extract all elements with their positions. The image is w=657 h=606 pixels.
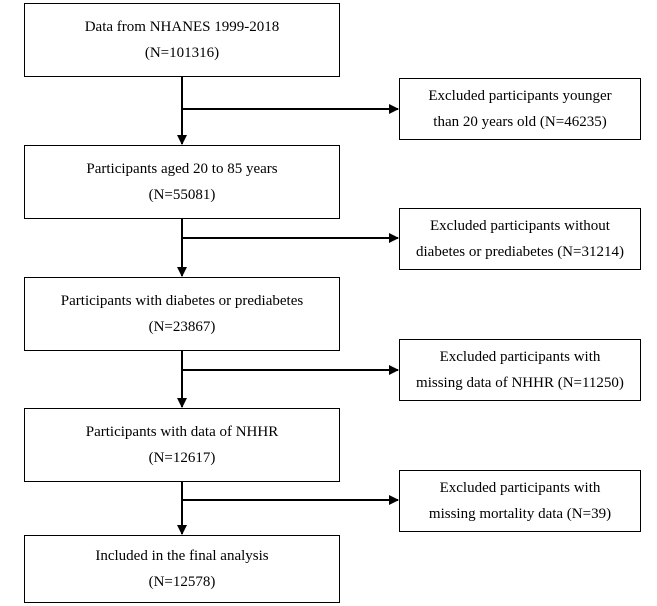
exclusion-line-1: Excluded participants with <box>439 479 601 496</box>
exclusion-line-2: missing data of NHHR (N=11250) <box>416 375 624 391</box>
step-box-diabetes-prediabetes: Participants with diabetes or prediabete… <box>24 277 340 351</box>
step-label: Included in the final analysis <box>95 547 269 564</box>
step-label: Participants with diabetes or prediabete… <box>60 292 304 309</box>
exclusion-line-1: Excluded participants without <box>430 217 610 234</box>
step-label: Participants aged 20 to 85 years <box>86 160 278 177</box>
exclusion-line-2: than 20 years old (N=46235) <box>433 114 607 130</box>
exclusion-box-under-20: Excluded participants younger than 20 ye… <box>399 78 641 140</box>
step-label: Participants with data of NHHR <box>85 423 279 440</box>
step-count: (N=12578) <box>148 574 216 590</box>
step-count: (N=55081) <box>148 187 216 203</box>
exclusion-box-missing-nhhr: Excluded participants with missing data … <box>399 339 641 401</box>
step-box-aged-20-85: Participants aged 20 to 85 years (N=5508… <box>24 145 340 219</box>
exclusion-line-2: diabetes or prediabetes (N=31214) <box>416 244 624 260</box>
step-count: (N=12617) <box>148 450 216 466</box>
step-box-final-analysis: Included in the final analysis (N=12578) <box>24 535 340 603</box>
step-box-nhhr-data: Participants with data of NHHR (N=12617) <box>24 408 340 482</box>
step-count: (N=23867) <box>148 319 216 335</box>
exclusion-line-1: Excluded participants with <box>439 348 601 365</box>
exclusion-line-2: missing mortality data (N=39) <box>428 506 612 522</box>
exclusion-box-missing-mortality: Excluded participants with missing morta… <box>399 470 641 532</box>
exclusion-box-no-diabetes: Excluded participants without diabetes o… <box>399 208 641 270</box>
step-count: (N=101316) <box>144 45 220 61</box>
exclusion-line-1: Excluded participants younger <box>428 87 612 104</box>
step-label: Data from NHANES 1999-2018 <box>84 18 280 35</box>
step-box-nhanes-data: Data from NHANES 1999-2018 (N=101316) <box>24 3 340 77</box>
